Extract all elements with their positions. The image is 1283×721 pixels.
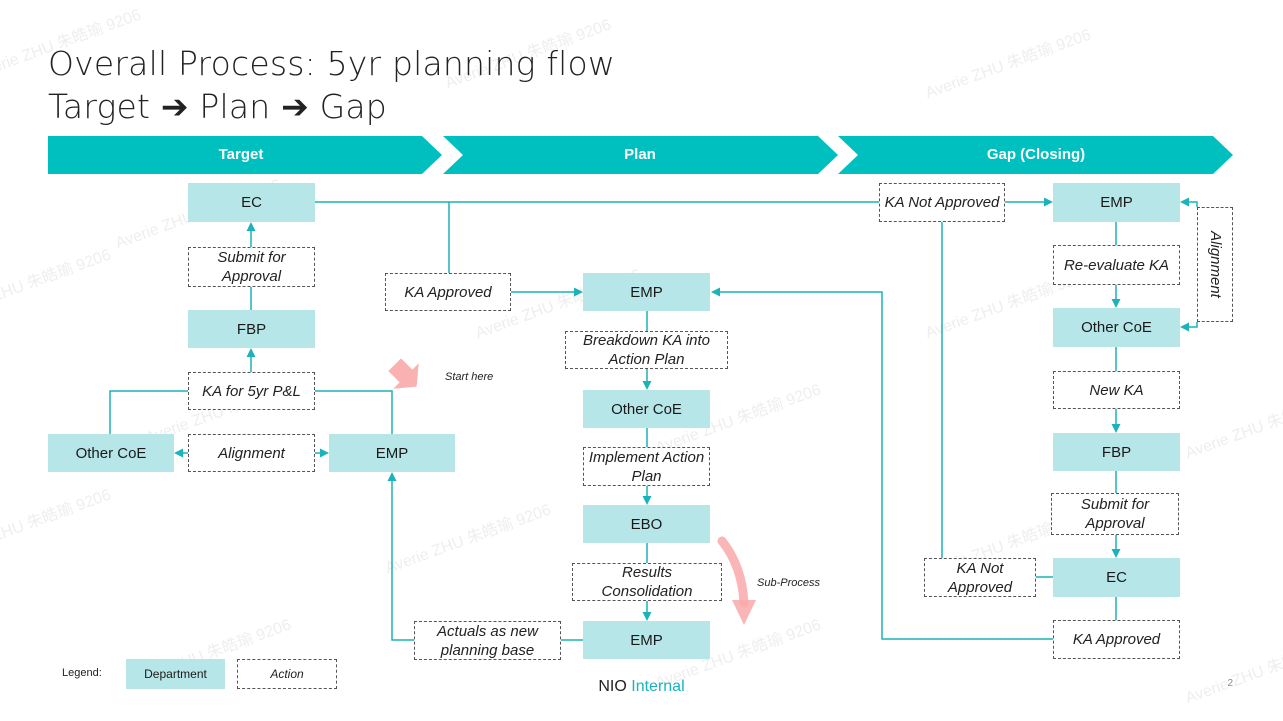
target-ka-5yr-action: KA for 5yr P&L bbox=[188, 372, 315, 410]
gap-other-coe-box: Other CoE bbox=[1053, 308, 1180, 347]
phase-chevron-target bbox=[48, 136, 442, 174]
gap-ka-not-approved-top-action: KA Not Approved bbox=[879, 183, 1005, 222]
title-line-2: Target ➔ Plan ➔ Gap bbox=[48, 87, 387, 126]
title-line-1: Overall Process: 5yr planning flow bbox=[48, 44, 616, 83]
sub-process-arrow bbox=[717, 536, 756, 625]
plan-other-coe-box: Other CoE bbox=[583, 390, 710, 428]
gap-fbp-box: FBP bbox=[1053, 433, 1180, 471]
target-alignment-action: Alignment bbox=[188, 434, 315, 472]
phase-label-gap: Gap (Closing) bbox=[986, 146, 1086, 163]
phase-label-target: Target bbox=[218, 146, 264, 163]
footer-classification: Internal bbox=[631, 678, 685, 695]
page-title: Overall Process: 5yr planning flow Targe… bbox=[48, 42, 615, 128]
page-number: 2 bbox=[1227, 678, 1233, 689]
gap-ka-approved-action: KA Approved bbox=[1053, 620, 1180, 659]
target-fbp-box: FBP bbox=[188, 310, 315, 348]
start-here-arrow bbox=[388, 358, 419, 389]
legend-department: Department bbox=[126, 659, 225, 689]
plan-ka-approved-action: KA Approved bbox=[385, 273, 511, 311]
plan-implement-action: Implement Action Plan bbox=[583, 447, 710, 486]
target-submit-action: Submit for Approval bbox=[188, 247, 315, 287]
phase-chevron-gap bbox=[838, 136, 1233, 174]
plan-emp-top-box: EMP bbox=[583, 273, 710, 311]
gap-emp-box: EMP bbox=[1053, 183, 1180, 222]
plan-ebo-box: EBO bbox=[583, 505, 710, 543]
gap-submit-action: Submit for Approval bbox=[1051, 493, 1179, 535]
plan-results-action: Results Consolidation bbox=[572, 563, 722, 601]
phase-label-plan: Plan bbox=[624, 146, 656, 163]
legend-action: Action bbox=[237, 659, 337, 689]
gap-alignment-action: Alignment bbox=[1197, 207, 1233, 322]
footer: NIO Internal bbox=[0, 678, 1283, 696]
gap-ka-not-approved-bottom-action: KA Not Approved bbox=[924, 558, 1036, 597]
gap-ec-box: EC bbox=[1053, 558, 1180, 597]
plan-actuals-action: Actuals as new planning base bbox=[414, 621, 561, 660]
phase-chevron-plan bbox=[443, 136, 838, 174]
plan-emp-bottom-box: EMP bbox=[583, 621, 710, 659]
legend-label: Legend: bbox=[62, 667, 102, 679]
target-ec-box: EC bbox=[188, 183, 315, 222]
gap-reevaluate-action: Re-evaluate KA bbox=[1053, 245, 1180, 285]
sub-process-note: Sub-Process bbox=[757, 577, 820, 589]
target-other-coe-box: Other CoE bbox=[48, 434, 174, 472]
start-here-note: Start here bbox=[445, 371, 494, 383]
plan-breakdown-action: Breakdown KA into Action Plan bbox=[565, 331, 728, 369]
gap-new-ka-action: New KA bbox=[1053, 371, 1180, 409]
target-emp-box: EMP bbox=[329, 434, 455, 472]
gap-alignment-label: Alignment bbox=[1206, 231, 1224, 298]
footer-brand: NIO bbox=[598, 678, 627, 695]
